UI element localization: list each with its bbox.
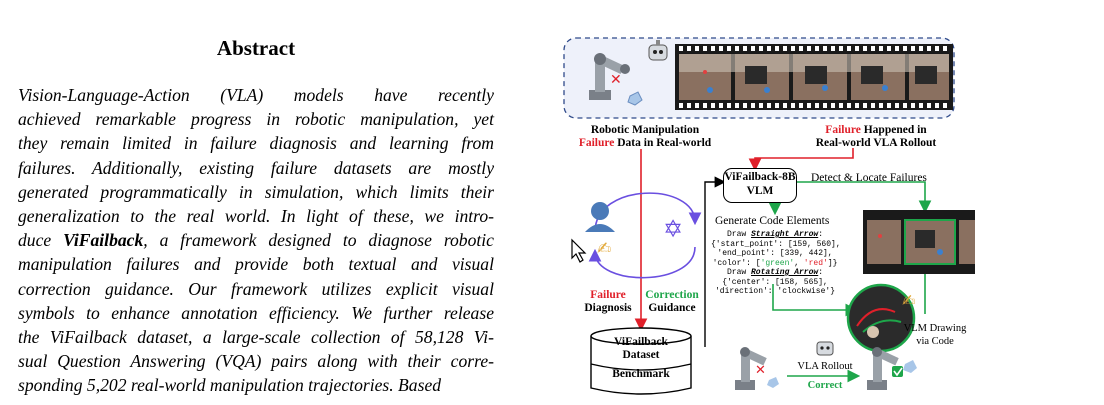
code-green: 'green' xyxy=(760,258,795,268)
vlm-drawing-image xyxy=(846,283,916,353)
code-text: 'color': [ xyxy=(712,258,761,268)
abstract-title: Abstract xyxy=(216,36,296,60)
correction-word: Correction xyxy=(645,289,699,301)
abstract-text: , a framework designed to diagnose robot… xyxy=(143,230,494,251)
rollout-to-vlm-arrow xyxy=(748,148,854,172)
code-keyword: Straight Arrow xyxy=(750,230,819,239)
detect-arrow xyxy=(795,181,932,214)
code-to-drawing-arrow xyxy=(772,284,859,317)
vlm-box-line2: VLM xyxy=(746,185,774,197)
failure-word: Failure xyxy=(825,124,861,136)
cube-icon xyxy=(627,91,643,106)
check-icon xyxy=(892,366,903,377)
detect-label: Detect & Locate Failures xyxy=(811,172,927,184)
code-red: 'red' xyxy=(803,258,828,268)
code-text: : xyxy=(818,268,824,277)
code-text: , xyxy=(794,258,804,268)
code-line: 'color': ['green', 'red']} xyxy=(711,259,839,269)
dataset-line3: Benchmark xyxy=(612,368,670,380)
abstract-line: manipulation failures and provide both t… xyxy=(18,254,494,275)
code-line: Draw Rotating Arrow: xyxy=(711,268,839,278)
abstract-line: sponding 5,202 real-world manipulation t… xyxy=(18,375,442,396)
code-text: Draw xyxy=(726,268,751,277)
film-strip-right xyxy=(863,210,975,274)
abstract-line: the ViFailback dataset, a large-scale co… xyxy=(18,327,494,348)
vla-rollout-label: VLA Rollout xyxy=(797,361,853,372)
left-caption-line2: Failure Data in Real-world xyxy=(575,137,715,150)
abstract-text: duce xyxy=(18,230,64,251)
failure-diagnosis-label: Failure Diagnosis xyxy=(577,289,639,315)
film-perforations xyxy=(679,46,947,108)
diagnosis-word: Diagnosis xyxy=(584,302,632,314)
vlm-box-line1: ViFailback-8B xyxy=(724,171,796,183)
robot-arm-icon xyxy=(589,53,630,100)
vlm-drawing-label: VLM Drawing via Code xyxy=(895,322,975,348)
abstract-line: symbols to enhance annotation efficiency… xyxy=(18,302,494,323)
right-caption: Failure Happened in Real-world VLA Rollo… xyxy=(801,124,951,150)
framework-figure: ✕ xyxy=(555,32,975,405)
code-block: Draw Straight Arrow: {'start_point': [15… xyxy=(711,230,841,297)
robot-arm-success-icon xyxy=(867,347,917,390)
cursor-icon xyxy=(571,238,587,263)
vlm-box: ViFailback-8B VLM xyxy=(723,168,797,203)
fail-x-icon: ✕ xyxy=(610,72,622,88)
dataset-cylinder xyxy=(590,327,692,395)
robot-head-icon xyxy=(648,40,668,61)
abstract-line: they remain limited in failure diagnosis… xyxy=(18,133,494,154)
writing-hand-icon: ✍ xyxy=(597,239,611,259)
person-icon xyxy=(585,202,615,232)
code-line: {'center': [158, 565], xyxy=(722,277,828,287)
vlm-drawing-line2: via Code xyxy=(916,336,954,347)
failure-word: Failure xyxy=(578,137,615,149)
dataset-to-vlm-arrow xyxy=(704,176,726,347)
code-line: 'end_point': [339, 442], xyxy=(717,249,833,258)
abstract-section: Abstract Vision-Language-Action (VLA) mo… xyxy=(18,30,494,398)
film-strip-top xyxy=(675,44,953,110)
pen-hand-icon: ✍ xyxy=(902,291,915,310)
failure-word: Failure xyxy=(590,289,626,301)
abstract-line: sual Question Answering (VQA) pairs alon… xyxy=(18,351,494,372)
correction-guidance-label: Correction Guidance xyxy=(641,289,703,315)
model-logo-icon: ✡ xyxy=(663,215,683,243)
abstract-line: generalization to the real world. In lig… xyxy=(18,206,494,227)
right-caption-rest: Happened in xyxy=(860,124,927,136)
abstract-line: failures. Additionally, existing failure… xyxy=(18,157,494,178)
dataset-label: ViFailback Dataset Benchmark xyxy=(591,336,691,381)
generate-label: Generate Code Elements xyxy=(715,215,830,227)
cycle-arrow-bottom xyxy=(588,246,696,279)
robot-head-icon xyxy=(816,341,834,356)
abstract-line: duce ViFailback, a framework designed to… xyxy=(18,228,494,252)
fail-x-icon: ✕ xyxy=(755,363,766,378)
abstract-line: achieved remarkable progress in robotic … xyxy=(18,109,494,130)
left-caption: Robotic Manipulation Failure Data in Rea… xyxy=(575,124,715,150)
code-line: Draw Straight Arrow: xyxy=(711,230,839,240)
code-text: ]} xyxy=(827,258,838,268)
abstract-body: Vision-Language-Action (VLA) models have… xyxy=(18,83,494,398)
figure-graphics: ✕ xyxy=(563,37,975,395)
robot-arm-failure-icon xyxy=(735,347,779,390)
code-line: 'direction': 'clockwise'} xyxy=(714,287,836,296)
dataset-line2: Dataset xyxy=(622,349,660,361)
right-caption-line1: Failure Happened in xyxy=(801,124,951,137)
correct-label: Correct xyxy=(807,380,843,391)
guidance-word: Guidance xyxy=(648,302,696,314)
abstract-line: Vision-Language-Action (VLA) models have… xyxy=(18,85,494,105)
vifailback-emphasis: ViFailback xyxy=(63,230,144,251)
code-line: {'start_point': [159, 560], xyxy=(711,239,841,249)
left-caption-line1: Robotic Manipulation xyxy=(590,124,700,136)
left-caption-rest: Data in Real-world xyxy=(614,137,712,149)
right-caption-line2: Real-world VLA Rollout xyxy=(815,137,937,149)
vlm-drawing-line1: VLM Drawing xyxy=(903,323,967,334)
code-keyword: Rotating Arrow xyxy=(750,268,819,277)
abstract-line: correction guidance. Our framework utili… xyxy=(18,278,494,299)
code-text: Draw xyxy=(726,230,751,239)
code-text: : xyxy=(818,230,824,239)
dataset-line1: ViFailback xyxy=(614,336,668,348)
abstract-line: generated programmatically in simulation… xyxy=(18,181,494,202)
